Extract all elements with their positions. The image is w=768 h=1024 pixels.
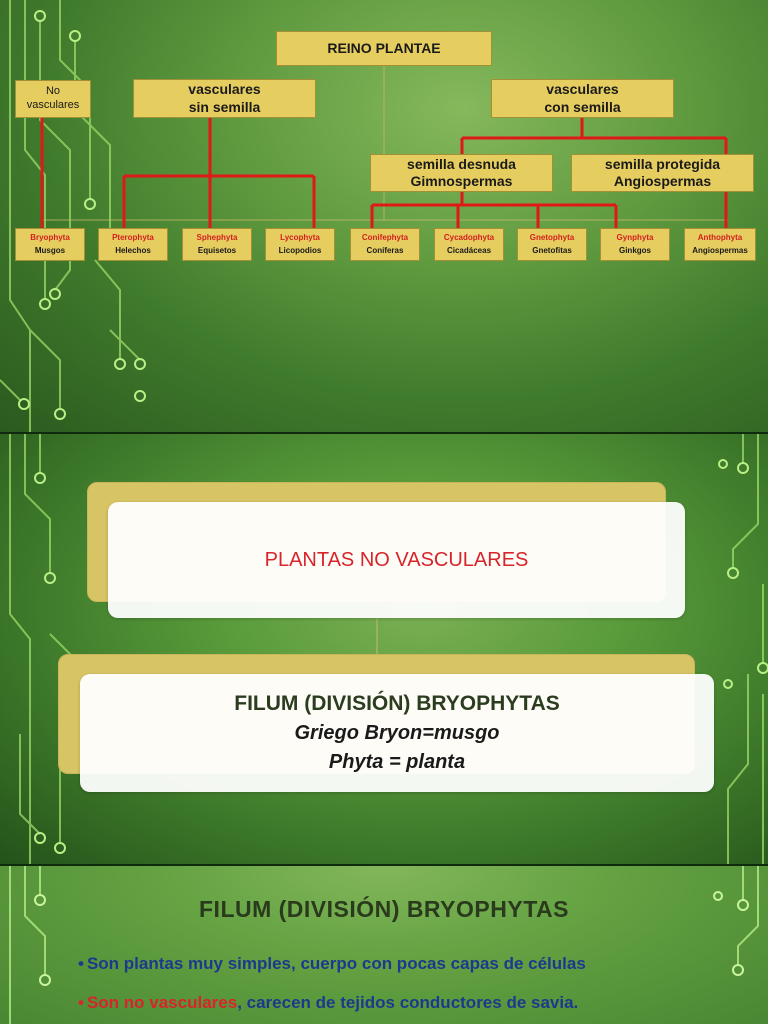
leaf-common-name: Helechos [115,245,151,255]
leaf-sphephyta: Sphephyta Equisetos [182,228,252,261]
desnuda-line1: semilla desnuda [407,155,516,172]
desnuda-line2: Gimnospermas [410,173,513,189]
etymology-bryon: Griego Bryon=musgo [294,722,500,744]
box-vasculares-sin-semilla: vasculares sin semilla [133,79,316,118]
leaf-common-name: Gnetofitas [532,245,572,255]
leaf-sci-name: Cycadophyta [443,232,495,242]
root-label: REINO PLANTAE [327,39,441,56]
circuit-decoration-right [718,434,768,864]
leaf-sci-name: Sphephyta [196,232,238,242]
leaf-sci-name: Gnetophyta [529,232,575,242]
bullet-1: •Son plantas muy simples, cuerpo con poc… [78,954,586,974]
filum-title: FILUM (DIVISIÓN) BRYOPHYTAS [234,692,560,715]
leaf-gynphyta: Gynphyta Ginkgos [600,228,670,261]
leaf-common-name: Licopodios [278,245,322,255]
bullet-1-text: Son plantas muy simples, cuerpo con poca… [86,954,586,973]
leaf-common-name: Ginkgos [618,245,651,255]
leaf-gnetophyta: Gnetophyta Gnetofitas [517,228,587,261]
box-vasculares-con-semilla: vasculares con semilla [491,79,674,118]
root-box-reino-plantae: REINO PLANTAE [276,31,492,66]
leaf-pterophyta: Pterophyta Helechos [98,228,168,261]
box-semilla-protegida: semilla protegida Angiospermas [571,154,754,192]
leaf-sci-name: Anthophyta [697,232,743,242]
leaf-sci-name: Pterophyta [112,232,154,242]
etymology-phyta: Phyta = planta [328,751,466,773]
leaf-common-name: Coníferas [366,245,404,255]
no-vasculares-line2: vasculares [26,99,80,111]
bullet-2: •Son no vasculares, carecen de tejidos c… [78,993,578,1013]
box-no-vasculares: No vasculares [15,80,91,118]
circuit-decoration-left [9,866,51,1024]
slide-2-no-vasculares: PLANTAS NO VASCULARES FILUM (DIVISIÓN) B… [0,434,768,864]
slide-divider [0,432,768,434]
leaf-common-name: Cicadáceas [446,245,492,255]
slide-title: PLANTAS NO VASCULARES [264,548,529,571]
leaf-sci-name: Lycophyta [280,232,320,242]
leaf-bryophyta: Bryophyta Musgos [15,228,85,261]
connector-line [376,617,378,656]
box-semilla-desnuda: semilla desnuda Gimnospermas [370,154,553,192]
leaf-conifephyta: Conifephyta Coníferas [350,228,420,261]
leaf-common-name: Equisetos [197,245,237,255]
slide-3-bryophytas: FILUM (DIVISIÓN) BRYOPHYTAS •Son plantas… [0,866,768,1024]
vasc-sin-line1: vasculares [188,81,261,97]
vasc-sin-line2: sin semilla [188,98,261,115]
protegida-line2: Angiospermas [613,173,712,189]
vasc-con-line1: vasculares [546,81,619,97]
leaf-sci-name: Gynphyta [616,232,654,242]
leaf-anthophyta: Anthophyta Angiospermas [684,228,756,261]
slide-1-classification-tree: REINO PLANTAE No vasculares vasculares s… [0,0,768,432]
leaf-sci-name: Bryophyta [30,232,70,242]
card-filum: FILUM (DIVISIÓN) BRYOPHYTAS Griego Bryon… [80,674,714,792]
bullet-2-highlight: Son no vasculares [86,993,238,1012]
protegida-line1: semilla protegida [604,155,721,172]
leaf-common-name: Musgos [34,245,66,255]
no-vasculares-line1: No [45,85,61,98]
leaf-cycadophyta: Cycadophyta Cicadáceas [434,228,504,261]
leaf-lycophyta: Lycophyta Licopodios [265,228,335,261]
vasc-con-line2: con semilla [544,98,621,115]
slide-heading: FILUM (DIVISIÓN) BRYOPHYTAS [199,896,569,922]
leaf-common-name: Angiospermas [692,245,748,255]
circuit-decoration-right [713,866,759,976]
card-title: PLANTAS NO VASCULARES [108,502,685,618]
slide-divider [0,864,768,866]
tree-connector-lines [40,66,728,228]
leaf-sci-name: Conifephyta [361,232,409,242]
bullet-dot: • [78,993,84,1012]
bullet-dot: • [78,954,84,973]
bullet-2-text: , carecen de tejidos conductores de savi… [237,993,579,1012]
